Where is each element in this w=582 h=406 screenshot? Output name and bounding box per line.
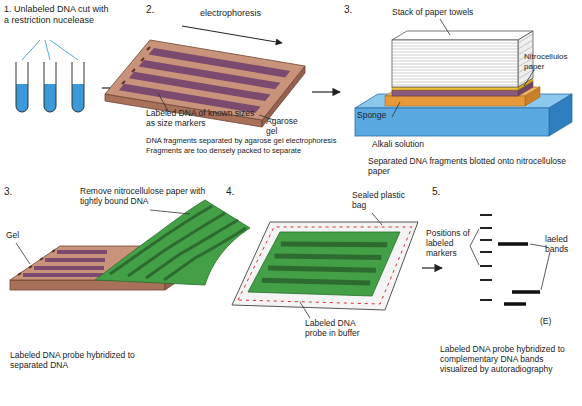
step-number: 5. xyxy=(432,186,456,198)
peeled-nitrocellulose-part xyxy=(95,200,250,285)
plastic-bag-part xyxy=(238,227,412,304)
leader-line-part xyxy=(392,19,534,117)
part-label: Nitrocellulos paper xyxy=(524,52,582,71)
test-tubes-part xyxy=(72,84,84,112)
leader-line-part xyxy=(470,229,550,290)
step-arrow-part xyxy=(422,267,442,268)
labeled-bands-part xyxy=(498,244,540,304)
process-label: electrophoresis xyxy=(200,8,290,19)
peeled-nitrocellulose xyxy=(95,200,250,285)
step-caption: DNA fragments separated by agarose gel e… xyxy=(146,136,351,145)
test-tubes-part xyxy=(16,62,28,112)
part-label: Agarose gel xyxy=(266,116,306,136)
part-label: Sealed plastic bag xyxy=(352,190,414,210)
step-arrow xyxy=(422,268,442,269)
blot-gel-part xyxy=(392,90,518,96)
paper-towel-stack-part xyxy=(392,40,518,87)
step-number: 3. xyxy=(344,4,368,16)
nitrocellulose-sheet-part xyxy=(392,87,518,90)
step-caption: Remove nitrocellulose paper with tightly… xyxy=(80,186,210,206)
step-number: 2. xyxy=(146,4,170,16)
part-label: Sponge xyxy=(357,110,397,120)
part-label: laeled bands xyxy=(545,234,582,254)
gel-slab-part xyxy=(57,250,107,254)
step-caption: Labeled DNA probe hybridized to compleme… xyxy=(440,344,580,375)
leader-line xyxy=(470,229,550,290)
leader-line-part xyxy=(300,213,382,318)
agarose-gel-part xyxy=(122,47,150,84)
marker-positions xyxy=(480,215,492,300)
leader-line xyxy=(392,19,534,117)
gel-slab-part xyxy=(45,258,105,262)
test-tubes-part xyxy=(22,40,78,60)
part-label: Labeled DNA of known sizes as size marke… xyxy=(146,108,264,128)
paper-towel-stack-part xyxy=(392,43,518,85)
leader-line xyxy=(16,210,190,264)
step-caption: Fragments are too densely packed to sepa… xyxy=(146,146,351,155)
plastic-bag-part xyxy=(248,232,400,296)
test-tubes xyxy=(16,40,84,112)
electrophoresis-arrow-part xyxy=(182,26,282,43)
electrophoresis-arrow xyxy=(182,26,282,43)
alkali-tray-part xyxy=(549,94,572,136)
test-tubes-part xyxy=(16,84,28,112)
sponge-part xyxy=(385,87,540,96)
leader-line xyxy=(300,213,382,318)
plastic-bag-part xyxy=(232,222,418,310)
figure-tag: (E) xyxy=(540,316,570,326)
step-caption: Labeled DNA probe hybridized to separate… xyxy=(10,350,170,370)
part-label: Stack of paper towels xyxy=(392,7,512,17)
sponge-part xyxy=(385,96,525,106)
alkali-tray xyxy=(355,94,572,136)
paper-towel-stack xyxy=(392,31,533,87)
part-label: Positions of labeled markers xyxy=(426,228,482,259)
test-tubes-part xyxy=(72,62,84,112)
part-label: Gel xyxy=(6,230,36,240)
gel-slab-part xyxy=(23,273,103,277)
step-number: 4. xyxy=(226,186,250,198)
plastic-bag-part xyxy=(262,244,387,283)
labeled-bands xyxy=(498,244,540,304)
part-label: Labeled DNA probe in buffer xyxy=(305,318,371,338)
test-tubes-part xyxy=(44,84,56,112)
sponge xyxy=(385,87,540,106)
step-number: 3. xyxy=(4,186,28,198)
test-tubes-part xyxy=(44,62,56,112)
alkali-tray-part xyxy=(355,108,549,136)
step-arrow-part xyxy=(312,91,340,92)
part-label: Alkali solution xyxy=(372,139,472,149)
leader-line-part xyxy=(16,210,190,264)
step-arrow xyxy=(312,92,340,93)
step-caption: 1. Unlabeled DNA cut with a restriction … xyxy=(4,4,112,26)
marker-positions-part xyxy=(480,215,492,300)
paper-towel-stack-part xyxy=(392,31,533,40)
gel-slab-part xyxy=(34,266,104,270)
plastic-bag xyxy=(232,222,418,310)
step-caption: Separated DNA fragments blotted onto nit… xyxy=(368,156,573,176)
peeled-nitrocellulose-part xyxy=(110,206,246,280)
